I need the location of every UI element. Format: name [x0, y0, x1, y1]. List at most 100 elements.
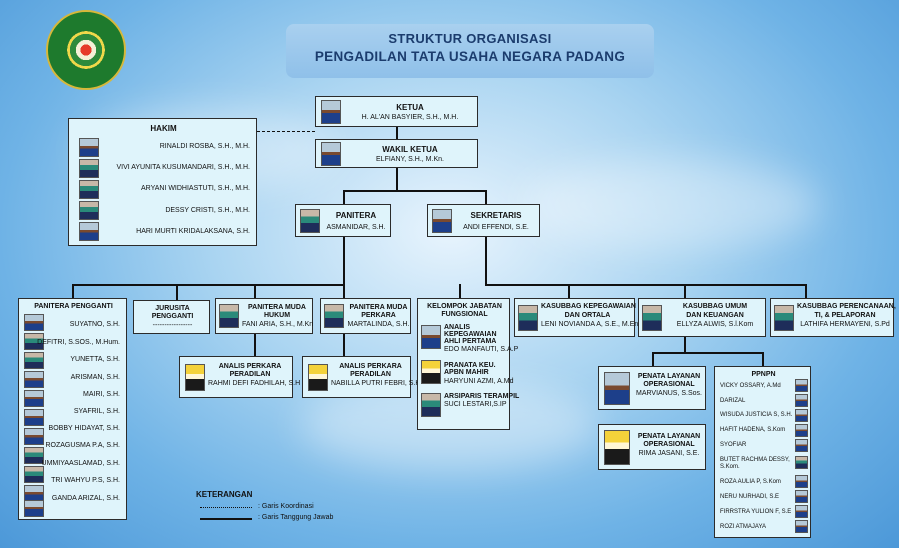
- sekretaris-name: ANDI EFFENDI, S.E.: [463, 224, 529, 231]
- pp-name: SYAFRIL, S.H.: [73, 408, 120, 415]
- pm-perkara-photo: [324, 304, 344, 328]
- umum-role1: KASUBBAG UMUM: [682, 303, 748, 310]
- pp-photo: [24, 447, 44, 464]
- pp-photo: [24, 352, 44, 369]
- wakil-role: WAKIL KETUA: [382, 145, 438, 154]
- legend-resp: : Garis Tanggung Jawab: [258, 514, 334, 521]
- legend-solid-line: [200, 518, 252, 520]
- ppnpn-name: WISUDA JUSTICIA S, S.H.: [720, 412, 793, 418]
- legend-dotted-line: [200, 507, 252, 508]
- penata2-name: RIMA JASANI, S.E.: [638, 450, 700, 457]
- penata1-photo: [604, 372, 630, 405]
- analis1-role1: ANALIS PERKARA: [218, 363, 282, 370]
- jabfung-item-role: PRANATA KEU.: [444, 362, 496, 369]
- jabfung-item-role: ANALIS: [444, 324, 471, 331]
- ppnpn-photo: [795, 505, 808, 518]
- ppnpn-role: PPNPN: [751, 371, 776, 378]
- analis1-role2: PERADILAN: [229, 371, 271, 378]
- title-banner: STRUKTUR ORGANISASI PENGADILAN TATA USAH…: [286, 24, 654, 78]
- ketua-photo: [321, 100, 341, 124]
- ppnpn-name: ROZI ATMAJAYA: [720, 524, 767, 530]
- pm-hukum-box: PANITERA MUDA HUKUM FANI ARIA, S.H., M.K…: [215, 298, 313, 334]
- legend-title: KETERANGAN: [196, 490, 253, 499]
- jabfung-item-role: KEPEGAWAIAN: [444, 331, 497, 338]
- ketua-role: KETUA: [396, 103, 424, 112]
- ppnpn-name: FIRRSTRA YULION F, S.E: [720, 509, 792, 515]
- pp-name: YUNETTA, S.H.: [70, 356, 120, 363]
- hakim-photo: [79, 201, 99, 220]
- ppnpn-name: BUTET RACHMA DESSY,: [720, 457, 790, 463]
- umum-role2: DAN KEUANGAN: [686, 312, 744, 319]
- pm-hukum-photo: [219, 304, 239, 328]
- ppnpn-photo: [795, 379, 808, 392]
- pp-box: PANITERA PENGGANTI SUYATNO, S.H. DEFITRI…: [18, 298, 127, 520]
- penata2-role1: PENATA LAYANAN: [637, 433, 701, 440]
- pp-name: UMMIYAASLAMAD, S.H.: [41, 460, 120, 467]
- ketua-name: H. AL'AN BASYIER, S.H., M.H.: [361, 114, 459, 121]
- hakim-name: ARYANI WIDHIASTUTI, S.H., M.H.: [140, 185, 250, 192]
- hakim-photo: [79, 138, 99, 157]
- ppnpn-photo: [795, 520, 808, 533]
- ppnpn-name: DARIZAL: [720, 398, 746, 404]
- panitera-box: PANITERA ASMANIDAR, S.H.: [295, 204, 391, 237]
- court-logo: [46, 10, 126, 90]
- pp-photo: [24, 314, 44, 331]
- analis2-name: NABILLA PUTRI FEBRI, S.H: [331, 380, 421, 387]
- pp-name: BOBBY HIDAYAT, S.H.: [48, 425, 120, 432]
- penata1-role1: PENATA LAYANAN: [637, 373, 701, 380]
- legend-coord: : Garis Koordinasi: [258, 503, 314, 510]
- jurusita-role1: JURUSITA: [155, 305, 190, 312]
- hakim-photo: [79, 180, 99, 199]
- kepeg-role2: DAN ORTALA: [564, 312, 611, 319]
- pm-hukum-name: FANI ARIA, S.H., M.Kn: [242, 321, 314, 328]
- panitera-photo: [300, 209, 320, 233]
- pp-photo: [24, 371, 44, 388]
- pp-photo: [24, 428, 44, 445]
- pp-photo: [24, 466, 44, 483]
- penata1-role2: OPERASIONAL: [643, 381, 695, 388]
- jabfung-item-role: AHLI PERTAMA: [444, 338, 497, 345]
- pp-name: ROZAGUSMA P.A, S.H.: [45, 442, 120, 449]
- ptip-box: KASUBBAG PERENCANAAN, TI, & PELAPORAN LA…: [770, 298, 896, 337]
- analis1-box: ANALIS PERKARA PERADILAN RAHMI DEFI FADH…: [179, 356, 300, 398]
- pp-photo: [24, 390, 44, 407]
- ptip-name: LATHIFA HERMAYENI, S.Pd: [800, 321, 890, 328]
- ppnpn-name: S.Kom.: [720, 464, 740, 470]
- hakim-name: RINALDI ROSBA, S.H., M.H.: [159, 143, 250, 150]
- hakim-role: HAKIM: [150, 124, 177, 133]
- ppnpn-photo: [795, 394, 808, 407]
- pp-role: PANITERA PENGGANTI: [34, 303, 113, 310]
- jurusita-name: -----------------: [152, 322, 193, 329]
- pp-photo: [24, 500, 44, 517]
- hakim-photo: [79, 222, 99, 241]
- penata2-photo: [604, 430, 630, 465]
- kepeg-photo: [518, 305, 538, 331]
- hakim-photo: [79, 159, 99, 178]
- kepeg-box: KASUBBAG KEPEGAWAIAN DAN ORTALA LENI NOV…: [514, 298, 643, 337]
- ppnpn-photo: [795, 475, 808, 488]
- ppnpn-name: ROZA AULIA P, S.Kom: [720, 479, 781, 485]
- panitera-role: PANITERA: [335, 211, 377, 220]
- jabfung-item-name: HARYUNI AZMI, A.Md: [444, 378, 514, 385]
- kepeg-name: LENI NOVIANDA A, S.E., M.Eng: [541, 321, 643, 328]
- jabfung-photo: [421, 393, 441, 417]
- umum-photo: [642, 305, 662, 331]
- analis2-box: ANALIS PERKARA PERADILAN NABILLA PUTRI F…: [302, 356, 421, 398]
- ppnpn-photo: [795, 490, 808, 503]
- hakim-name: HARI MURTI KRIDALAKSANA, S.H.: [136, 228, 250, 235]
- penata1-box: PENATA LAYANAN OPERASIONAL MARVIANUS, S.…: [598, 366, 706, 410]
- pp-name: SUYATNO, S.H.: [69, 321, 120, 328]
- jabfung-role2: FUNGSIONAL: [441, 311, 488, 318]
- sekretaris-photo: [432, 209, 452, 233]
- kepeg-role1: KASUBBAG KEPEGAWAIAN: [541, 303, 636, 310]
- sekretaris-box: SEKRETARIS ANDI EFFENDI, S.E.: [427, 204, 540, 237]
- ptip-role2: TI, & PELAPORAN: [814, 312, 876, 319]
- ppnpn-photo: [795, 439, 808, 452]
- pm-perkara-role1: PANITERA MUDA: [349, 304, 408, 311]
- analis1-photo: [185, 364, 205, 391]
- wakil-photo: [321, 142, 341, 166]
- jabfung-role1: KELOMPOK JABATAN: [427, 303, 502, 310]
- title-line1: STRUKTUR ORGANISASI: [388, 31, 552, 46]
- jabfung-item-role: APBN MAHIR: [444, 369, 489, 376]
- analis2-role2: PERADILAN: [350, 371, 391, 378]
